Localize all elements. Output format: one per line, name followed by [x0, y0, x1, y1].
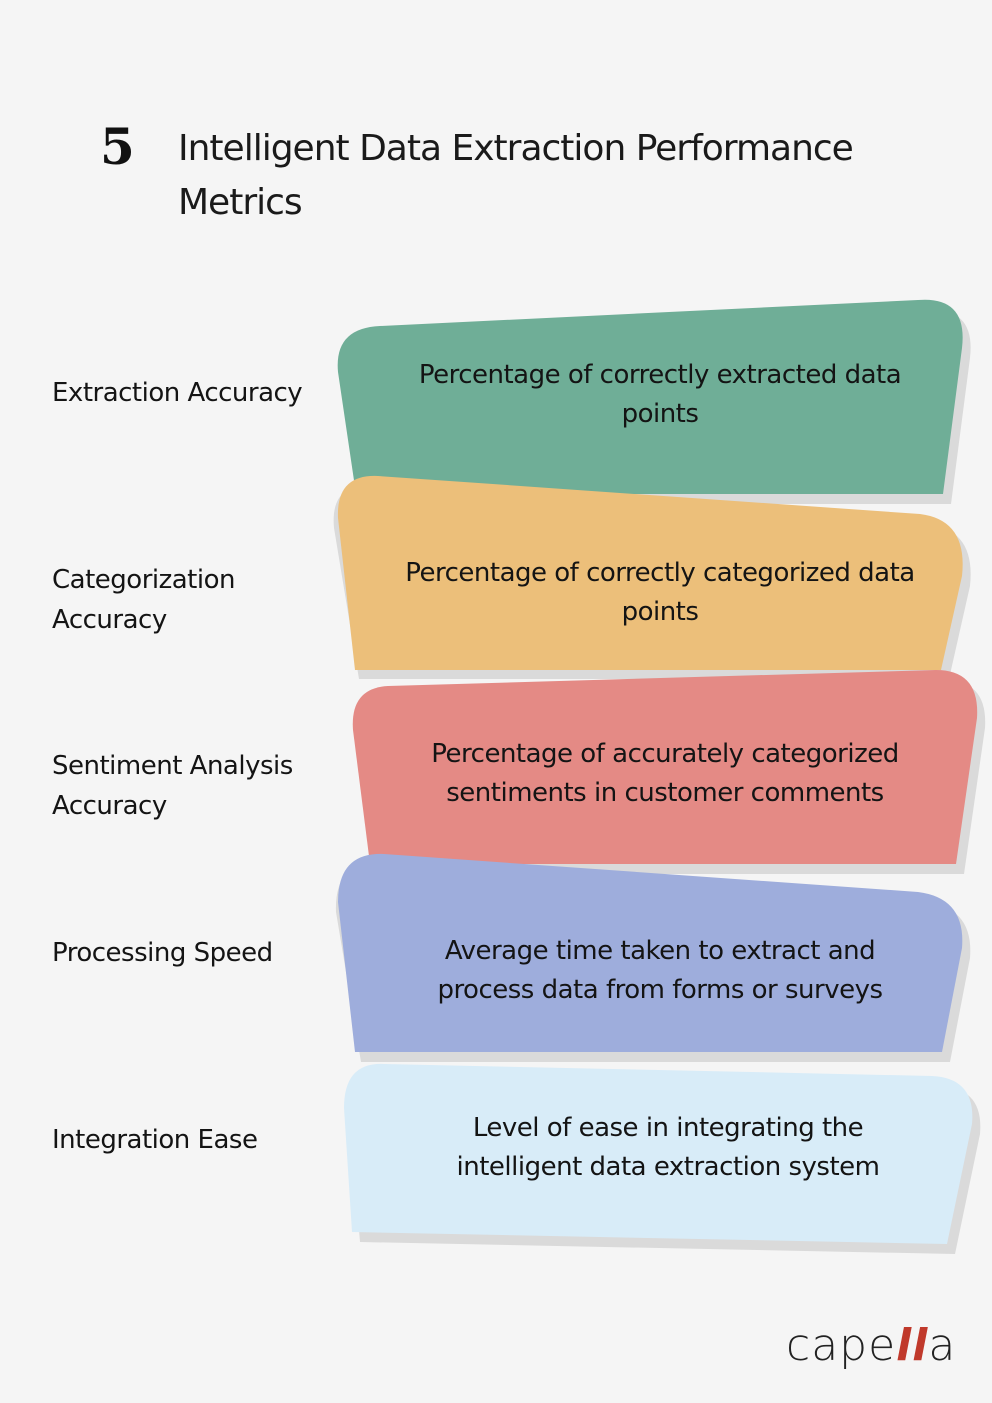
page-title: Intelligent Data Extraction Performance … [178, 128, 854, 223]
logo-accent: ll [896, 1320, 929, 1371]
metric-label-categorization-accuracy: Categorization Accuracy [52, 565, 236, 635]
card-2 [337, 475, 963, 670]
logo-prefix: cape [786, 1320, 897, 1371]
metric-count: 5 [100, 117, 135, 176]
metric-label-processing-speed: Processing Speed [52, 938, 273, 968]
logo-suffix: a [928, 1320, 957, 1371]
metric-description-processing-speed: Average time taken to extract and proces… [437, 936, 883, 1005]
metric-label-integration-ease: Integration Ease [52, 1125, 258, 1155]
capella-logo: capella [786, 1318, 956, 1374]
card-1 [337, 299, 963, 494]
metric-description-extraction-accuracy: Percentage of correctly extracted data p… [418, 360, 902, 429]
metric-label-extraction-accuracy: Extraction Accuracy [52, 378, 303, 408]
card-5 [344, 1063, 973, 1244]
card-4 [338, 853, 963, 1052]
metric-description-sentiment-analysis-accuracy: Percentage of accurately categorized sen… [431, 739, 899, 808]
metric-label-sentiment-analysis-accuracy: Sentiment Analysis Accuracy [52, 751, 293, 821]
metric-description-categorization-accuracy: Percentage of correctly categorized data… [405, 558, 915, 627]
card-3 [352, 670, 978, 864]
metric-description-integration-ease: Level of ease in integrating the intelli… [456, 1113, 880, 1182]
